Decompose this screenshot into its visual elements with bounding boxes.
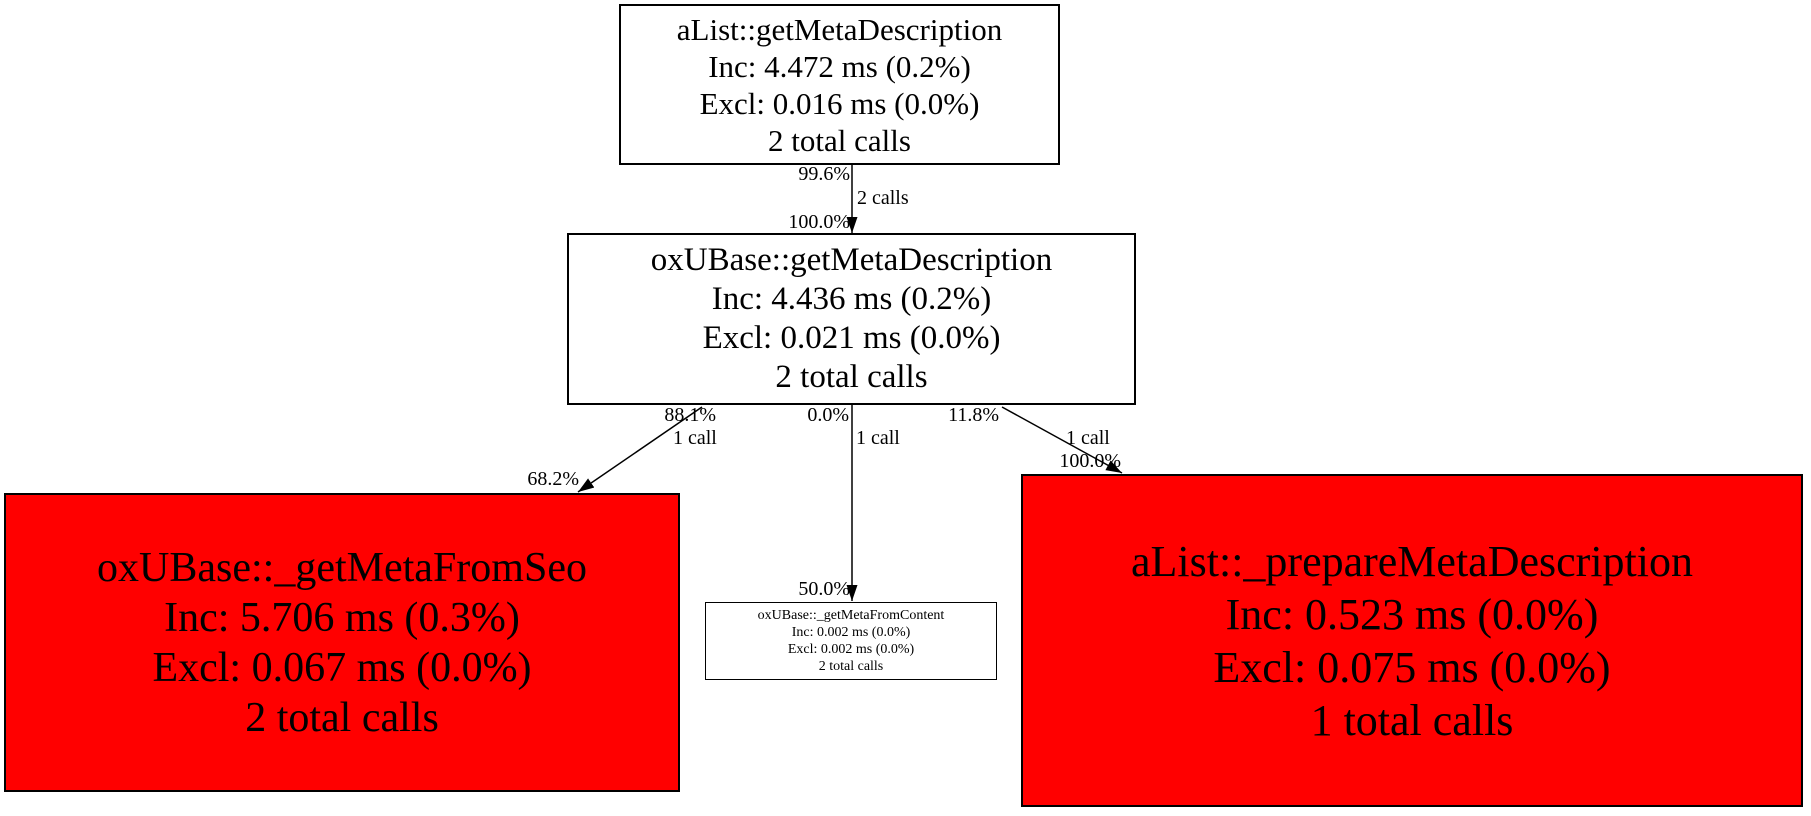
node-alist-getmetadescription: aList::getMetaDescription Inc: 4.472 ms … [619,4,1060,165]
node-excl-time: Excl: 0.021 ms (0.0%) [702,320,1001,356]
edge-0-target-pct-label: 100.0% [788,211,850,233]
node-oxubase-getmetafromseo: oxUBase::_getMetaFromSeo Inc: 5.706 ms (… [4,493,680,792]
edge-3-calls-label: 1 call [1066,427,1110,449]
edge-0-source-pct-label: 99.6% [798,163,850,185]
node-total-calls: 2 total calls [775,359,928,395]
node-title: aList::getMetaDescription [676,11,1003,47]
node-total-calls: 1 total calls [1310,695,1514,745]
edge-1-target-pct-label: 68.2% [527,468,579,490]
node-inc-time: Inc: 4.436 ms (0.2%) [711,281,992,317]
node-oxubase-getmetafromcontent: oxUBase::_getMetaFromContent Inc: 0.002 … [705,602,997,680]
edge-0-calls-label: 2 calls [857,187,909,209]
node-inc-time: Inc: 0.523 ms (0.0%) [1225,589,1599,639]
node-total-calls: 2 total calls [818,659,884,674]
edge-2-calls-label: 1 call [856,427,900,449]
edge-1-calls-label: 1 call [673,427,717,449]
node-total-calls: 2 total calls [768,122,911,158]
node-excl-time: Excl: 0.016 ms (0.0%) [699,85,980,121]
edge-arrow-middle-to-seo [577,406,703,493]
node-excl-time: Excl: 0.067 ms (0.0%) [152,644,532,691]
node-title: aList::_prepareMetaDescription [1130,536,1693,586]
edge-3-source-pct-label: 11.8% [948,404,999,426]
edge-arrow-middle-to-prepare [1001,406,1123,474]
node-oxubase-getmetadescription: oxUBase::getMetaDescription Inc: 4.436 m… [567,233,1136,405]
node-alist-preparemetadescription: aList::_prepareMetaDescription Inc: 0.52… [1021,474,1803,807]
edge-2-source-pct-label: 0.0% [807,404,849,426]
node-inc-time: Inc: 0.002 ms (0.0%) [791,625,911,640]
node-inc-time: Inc: 5.706 ms (0.3%) [164,594,520,641]
node-excl-time: Excl: 0.002 ms (0.0%) [787,642,915,657]
node-excl-time: Excl: 0.075 ms (0.0%) [1213,642,1611,692]
node-title: oxUBase::_getMetaFromSeo [97,544,587,591]
edge-3-target-pct-label: 100.0% [1059,450,1121,472]
node-title: oxUBase::_getMetaFromContent [757,608,945,623]
edge-2-target-pct-label: 50.0% [798,578,850,600]
node-title: oxUBase::getMetaDescription [650,242,1053,278]
edge-1-source-pct-label: 88.1% [664,404,716,426]
node-total-calls: 2 total calls [245,694,439,741]
node-inc-time: Inc: 4.472 ms (0.2%) [708,48,971,84]
